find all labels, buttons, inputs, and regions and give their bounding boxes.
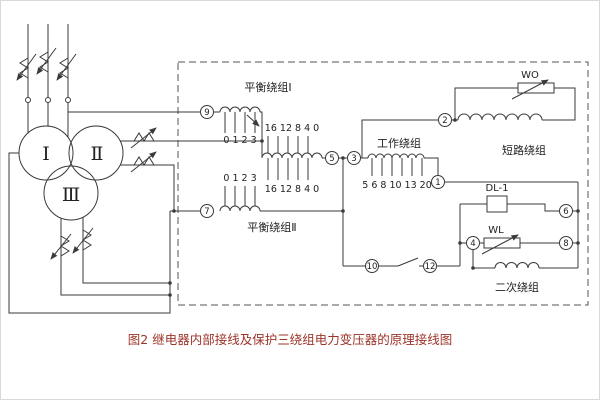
terminal-1-number: 1: [435, 178, 440, 188]
ct-arrow-icon: [130, 127, 157, 149]
tapped-winding-upper-taps: [267, 136, 309, 153]
ct-arrow-icon: [56, 53, 77, 81]
ct-arrow-icon: [16, 53, 37, 81]
terminal-8-number: 8: [563, 239, 568, 249]
terminal-8: 8: [559, 236, 573, 250]
ct-group-side3: [50, 227, 94, 260]
secondary-winding: 二次绕组: [494, 262, 540, 294]
balance-winding-1: 平衡绕组Ⅰ 0 1 2 3: [219, 80, 292, 146]
balance-winding-2-label: 平衡绕组Ⅱ: [247, 220, 296, 234]
working-winding: 工作绕组 5 6 8 10 13 20: [362, 136, 432, 191]
terminal-6-number: 6: [563, 207, 568, 217]
dl1-relay-coil: [486, 195, 508, 213]
terminal-10-number: 10: [367, 262, 378, 272]
wo-resistor-label: WO: [521, 70, 539, 81]
trip-contact: [378, 257, 460, 267]
switch-blade-icon: [397, 257, 419, 267]
transformer-winding-1-label: Ⅰ: [42, 143, 50, 165]
three-phase-lines: [25, 24, 71, 137]
dl1-relay-label: DL-1: [485, 183, 508, 194]
balance-winding-2-coil: [219, 205, 261, 212]
wiring: [8, 87, 580, 314]
upper-tap-numbers: 16 12 8 4 0: [265, 123, 319, 134]
terminal-3: 3: [347, 151, 361, 165]
terminal-7-number: 7: [204, 207, 209, 217]
dl1-relay: DL-1 WL: [481, 183, 521, 255]
terminal-1: 1: [431, 175, 445, 189]
terminal-9-number: 9: [204, 108, 209, 118]
wl-resistor: [483, 237, 521, 249]
relay-dashed-box: [177, 61, 589, 306]
secondary-winding-coil: [494, 262, 540, 269]
balance-winding-2: 0 1 2 3 平衡绕组Ⅱ: [219, 173, 297, 234]
terminal-10: 10: [365, 259, 379, 273]
tapped-winding-lower-taps: [267, 158, 309, 180]
wl-resistor-label: WL: [488, 225, 504, 236]
terminal-9: 9: [200, 105, 214, 119]
balance-winding-1-tap-numbers: 0 1 2 3: [223, 135, 256, 146]
balance-winding-2-taps: [224, 186, 256, 206]
wl-adjust-arrow-icon: [481, 234, 519, 255]
short-circuit-winding-coil: [457, 113, 543, 121]
short-circuit-winding-label: 短路绕组: [502, 143, 546, 157]
wo-adjust-arrow-icon: [511, 79, 549, 100]
figure-caption: 图2 继电器内部接线及保护三绕组电力变压器的原理接线图: [128, 332, 452, 347]
ct-group-primary: [16, 47, 77, 81]
lower-tap-numbers: 16 12 8 4 0: [265, 184, 319, 195]
tapped-winding-coil: [261, 152, 323, 159]
terminal-12: 12: [423, 259, 437, 273]
terminal-6: 6: [559, 204, 573, 218]
working-winding-tap-numbers: 5 6 8 10 13 20: [362, 180, 432, 191]
short-circuit-winding: WO 短路绕组: [457, 70, 555, 157]
balance-winding-1-taps: [224, 112, 256, 133]
terminal-5: 5: [325, 151, 339, 165]
balance-winding-1-coil: [219, 106, 261, 113]
terminal-5-number: 5: [329, 154, 334, 164]
terminal-3-number: 3: [351, 154, 356, 164]
terminal-12-number: 12: [425, 262, 436, 272]
terminal-2: 2: [438, 113, 452, 127]
secondary-winding-label: 二次绕组: [495, 280, 539, 294]
terminal-4-number: 4: [470, 239, 475, 249]
terminal-4: 4: [466, 236, 480, 250]
working-winding-taps: [371, 158, 423, 176]
working-winding-coil: [367, 153, 425, 159]
terminal-7: 7: [200, 204, 214, 218]
transformer-symbol: Ⅰ Ⅱ Ⅲ: [18, 125, 124, 221]
terminal-2-number: 2: [442, 116, 447, 126]
tapped-winding: 16 12 8 4 0 16 12 8 4 0: [261, 123, 323, 195]
ct-arrow-icon: [130, 151, 157, 173]
balance-winding-2-tap-numbers: 0 1 2 3: [223, 173, 256, 184]
ct-arrow-icon: [36, 47, 57, 75]
tap-selector-arrow-icon: [246, 114, 260, 127]
balance-winding-1-label: 平衡绕组Ⅰ: [244, 80, 291, 94]
transformer-winding-3-label: Ⅲ: [62, 184, 80, 206]
working-winding-label: 工作绕组: [377, 136, 421, 150]
transformer-winding-2-label: Ⅱ: [91, 143, 104, 165]
wo-resistor: [517, 82, 555, 94]
terminals: 9 7 5 3 1 2 4 6 8 10 12: [200, 105, 573, 273]
